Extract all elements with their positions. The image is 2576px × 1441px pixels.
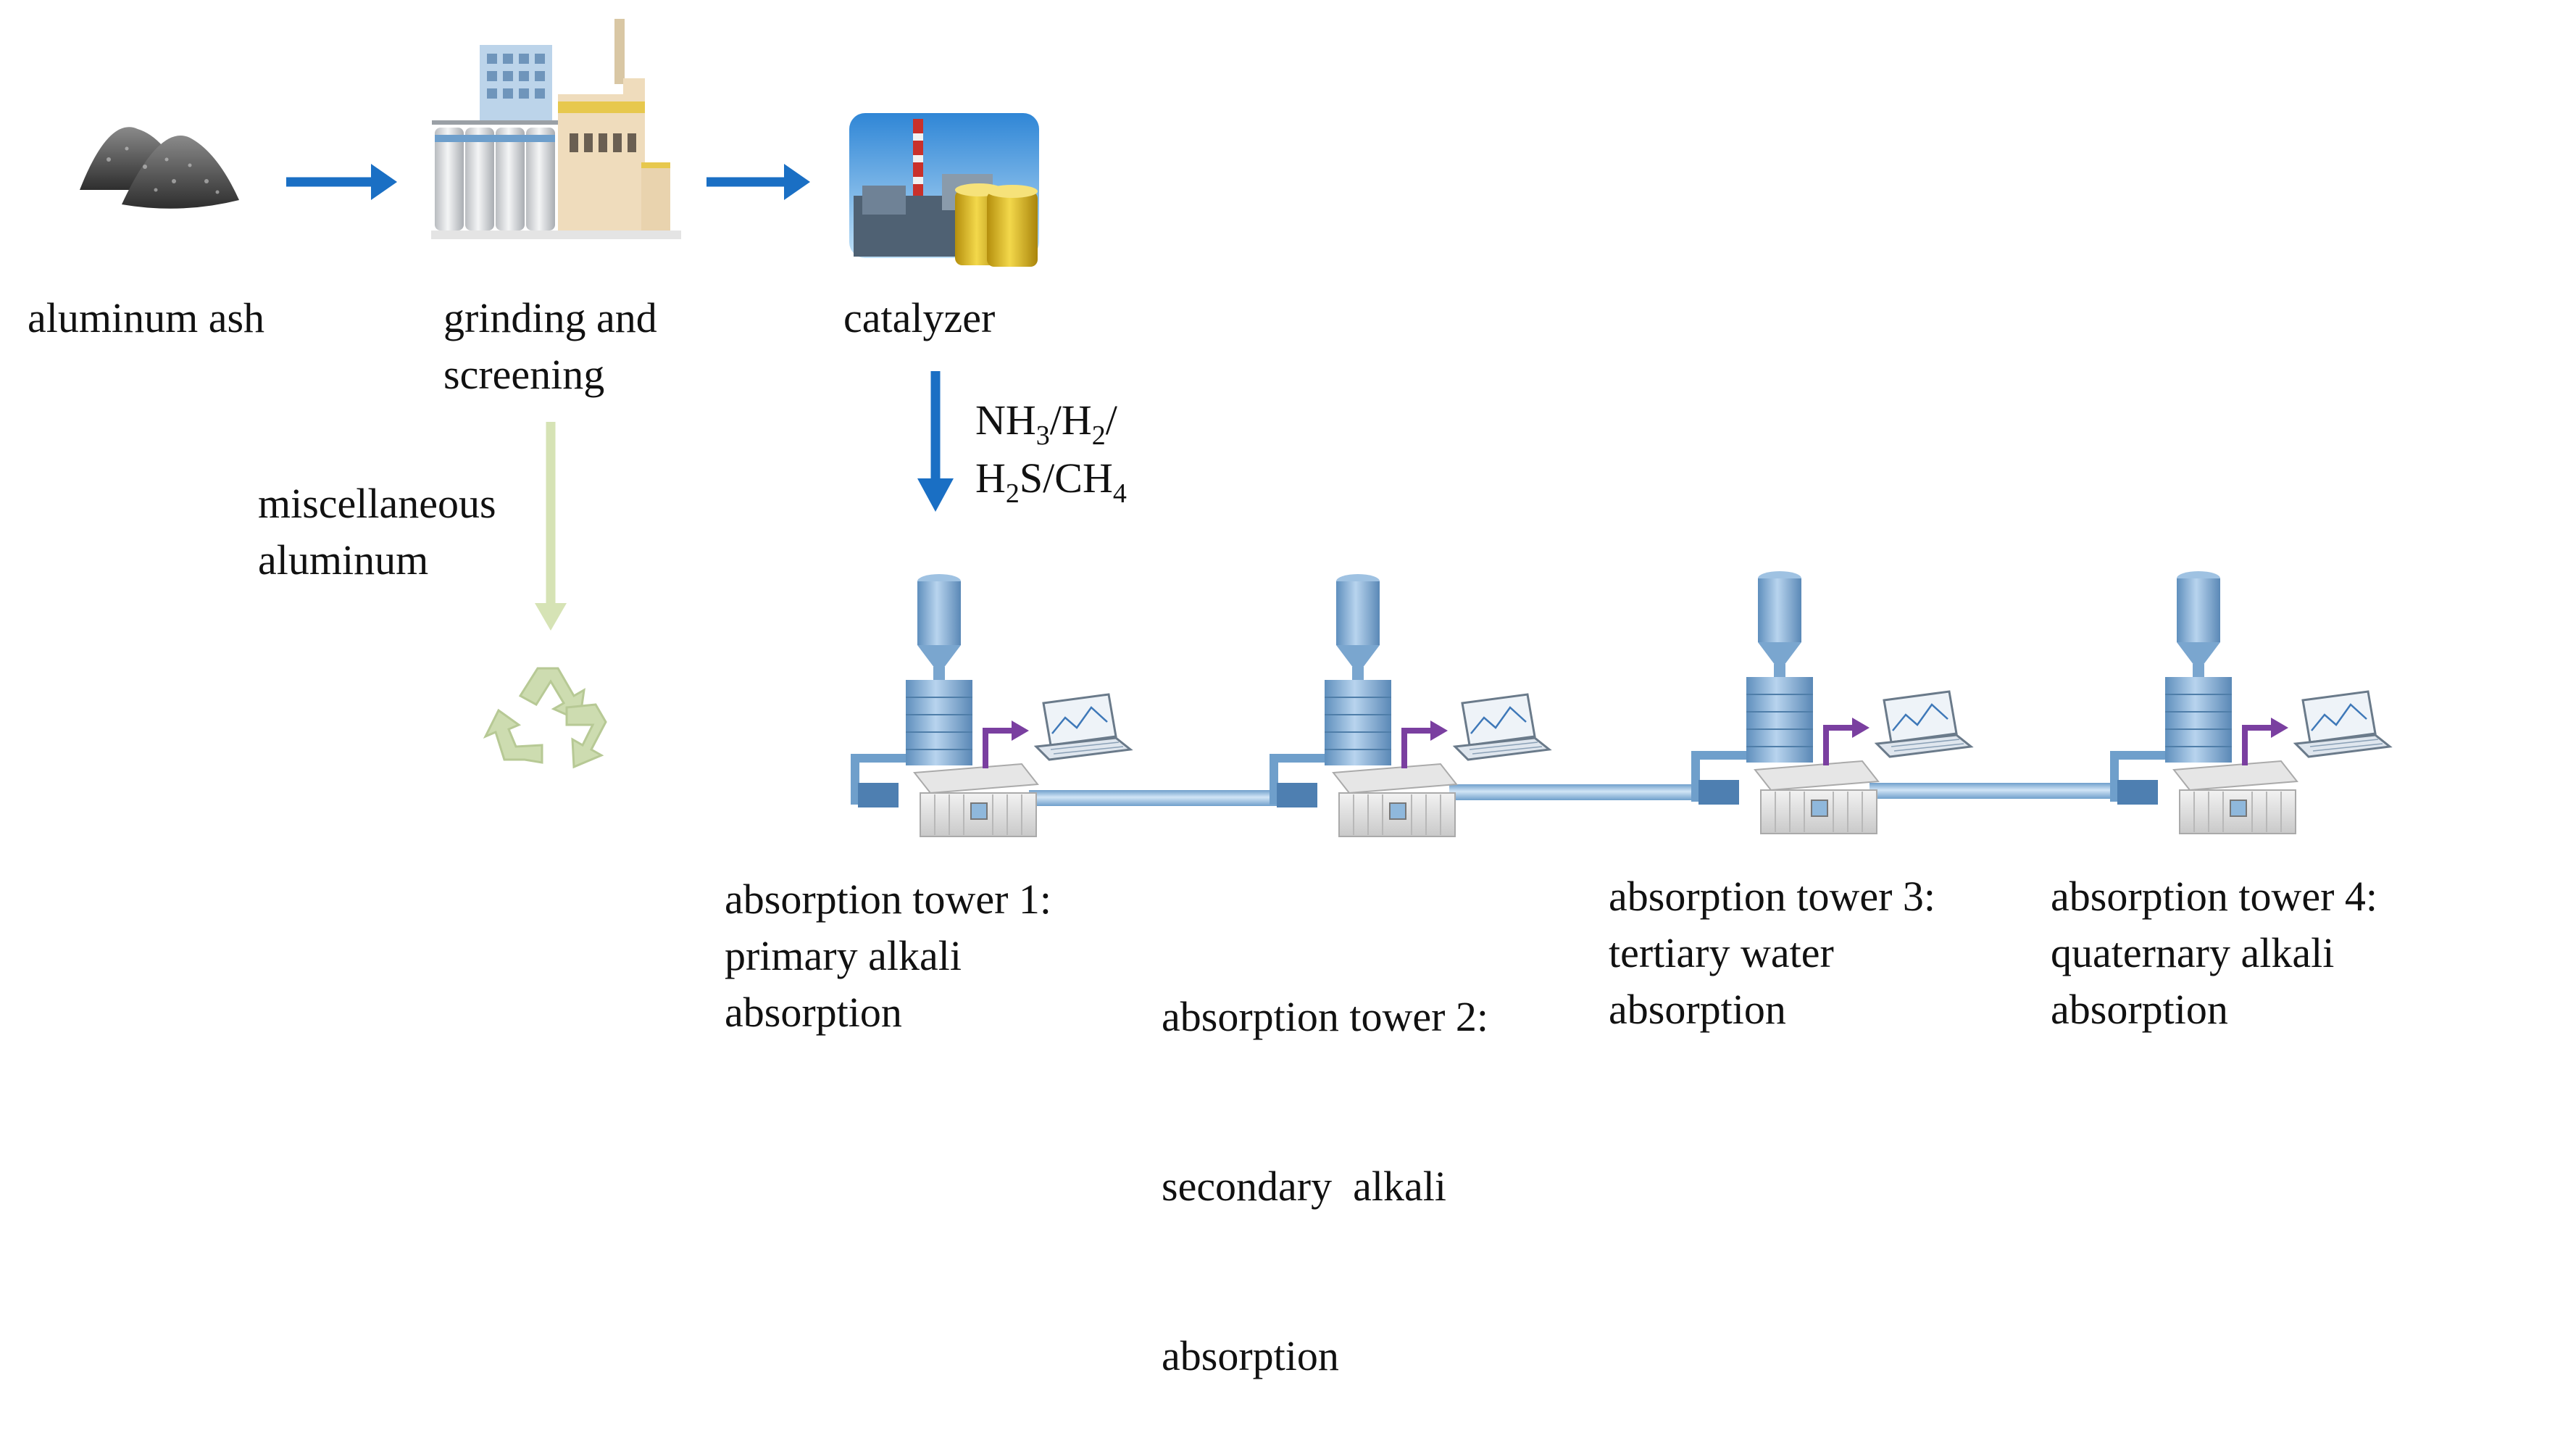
label-tower-4: absorption tower 4: quaternary alkali ab… bbox=[2051, 873, 2378, 1033]
absorption-tower-unit-1 bbox=[851, 574, 1133, 837]
label-tower-3: absorption tower 3: tertiary water absor… bbox=[1609, 873, 1936, 1033]
label-aluminum-ash: aluminum ash bbox=[28, 294, 265, 341]
recycle-icon bbox=[483, 667, 607, 769]
absorption-tower-unit-4 bbox=[2114, 571, 2390, 834]
gas-formula-line-2: H2S/CH4 bbox=[975, 454, 1127, 509]
label-gases: NH3/H2/ H2S/CH4 bbox=[975, 391, 1127, 507]
factory-icon bbox=[431, 19, 681, 239]
label-tower-2: absorption tower 2: secondary alkali abs… bbox=[1162, 993, 1489, 1379]
flow-arrow-2 bbox=[706, 164, 810, 200]
label-catalyzer: catalyzer bbox=[843, 294, 996, 341]
ash-pile-icon bbox=[80, 127, 239, 209]
label-grinding-screening: grinding and screening bbox=[443, 294, 657, 398]
monitor-laptop-icon bbox=[1033, 693, 1133, 761]
label-tower-1: absorption tower 1: primary alkali absor… bbox=[725, 876, 1052, 1036]
catalyzer-plant-icon bbox=[849, 113, 1039, 267]
signal-arrow-icon bbox=[983, 720, 1029, 768]
diagram-graphics bbox=[80, 19, 2576, 1067]
process-diagram: aluminum ash grinding and screening cata… bbox=[28, 19, 2576, 1379]
waste-arrow bbox=[535, 422, 567, 631]
gas-formula-line-1: NH3/H2/ bbox=[975, 396, 1117, 451]
label-miscellaneous-aluminum: miscellaneous aluminum bbox=[258, 480, 496, 584]
control-house-icon bbox=[913, 763, 1039, 837]
absorption-tower-icon bbox=[851, 574, 972, 807]
pipeline bbox=[1029, 783, 2119, 806]
flow-arrow-3 bbox=[917, 371, 954, 512]
flow-arrow-1 bbox=[286, 164, 397, 200]
